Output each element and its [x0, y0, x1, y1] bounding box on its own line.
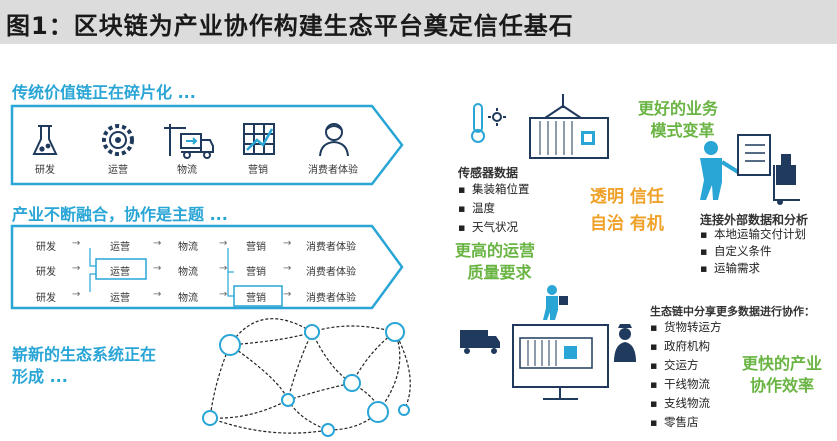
flow-arrow: → — [153, 263, 162, 274]
flow-cell-consumer: 消费者体验 — [306, 242, 356, 253]
gear-icon — [102, 124, 134, 156]
flask-icon — [32, 125, 58, 155]
better-business: 更好的业务 模式变革 — [638, 98, 718, 142]
flow-cell-consumer: 消费者体验 — [306, 267, 356, 278]
flow-cell-logistics: 物流 — [178, 242, 198, 253]
flow-cell-consumer: 消费者体验 — [306, 293, 356, 304]
share-item: 货物转运方 — [650, 318, 722, 337]
better-business-line1: 更好的业务 — [638, 99, 719, 118]
flow-cell-ops: 运营 — [110, 267, 130, 278]
flow-cell-rd: 研发 — [36, 267, 56, 278]
icon-label-consumer: 消费者体验 — [308, 165, 358, 176]
officer-icon — [614, 324, 636, 362]
section3-heading: 崭新的生态系统正在 形成 ... — [12, 344, 156, 388]
sensor-item: 集装箱位置 — [458, 180, 530, 199]
share-item: 政府机构 — [650, 337, 722, 356]
sensor-list: 集装箱位置 温度 天气状况 — [458, 180, 530, 237]
better-business-line2: 模式变革 — [650, 121, 715, 140]
icon-label-marketing: 营销 — [248, 165, 268, 176]
higher-ops-line1: 更高的运营 — [455, 241, 536, 260]
delivery-person-icon — [700, 134, 800, 205]
title-bar: 图1：区块链为产业协作构建生态平台奠定信任基石 — [0, 0, 837, 44]
person-icon — [319, 123, 349, 157]
flow-arrow: → — [219, 289, 228, 300]
section3-heading-line2: 形成 ... — [12, 367, 68, 386]
flow-cell-logistics: 物流 — [178, 293, 198, 304]
share-item: 支线物流 — [650, 394, 722, 413]
section2-heading: 产业不断融合，协作是主题 ... — [12, 205, 228, 224]
thermometer-icon — [471, 103, 506, 143]
connect-list: 本地运输交付计划 自定义条件 运输需求 — [700, 226, 806, 277]
collaboration-arrow — [10, 224, 404, 310]
truck-crane-icon — [164, 124, 214, 159]
higher-ops: 更高的运营 质量要求 — [455, 240, 535, 284]
network-nodes — [202, 322, 410, 437]
share-item: 零售店 — [650, 413, 722, 432]
share-title: 生态链中分享更多数据进行协作： — [650, 305, 815, 318]
flow-cell-ops: 运营 — [110, 242, 130, 253]
sensor-item: 天气状况 — [458, 218, 530, 237]
connect-item: 自定义条件 — [700, 243, 806, 260]
flow-arrow: → — [219, 238, 228, 249]
value-chain-arrow — [10, 104, 404, 186]
bracket-ops-down — [89, 273, 96, 292]
connect-item: 本地运输交付计划 — [700, 226, 806, 243]
flow-cell-marketing: 营销 — [246, 242, 266, 253]
flow-arrow: → — [283, 289, 292, 300]
flow-cell-marketing: 营销 — [246, 293, 266, 304]
flow-cell-marketing: 营销 — [246, 267, 266, 278]
flow-cell-rd: 研发 — [36, 293, 56, 304]
share-item: 干线物流 — [650, 375, 722, 394]
icon-label-logistics: 物流 — [177, 165, 197, 176]
flow-arrow: → — [283, 238, 292, 249]
trust-keywords: 透明 信任 自治 有机 — [590, 184, 664, 238]
grid-icon — [243, 123, 275, 155]
flow-arrow: → — [153, 238, 162, 249]
trust-line2: 自治 有机 — [590, 214, 664, 234]
flow-arrow: → — [72, 238, 81, 249]
flow-arrow: → — [153, 289, 162, 300]
faster-collab: 更快的产业 协作效率 — [742, 353, 822, 397]
section3-heading-line1: 崭新的生态系统正在 — [12, 345, 157, 364]
share-item: 交运方 — [650, 356, 722, 375]
faster-line2: 协作效率 — [750, 376, 815, 395]
icon-label-rd: 研发 — [35, 165, 55, 176]
section1-heading: 传统价值链正在碎片化 ... — [12, 83, 196, 102]
connect-item: 运输需求 — [700, 260, 806, 277]
bracket-marketing — [227, 248, 234, 297]
monitor-icon — [512, 324, 609, 400]
flow-arrow: → — [72, 289, 81, 300]
connect-title: 连接外部数据和分析 — [700, 213, 809, 227]
icon-label-ops: 运营 — [108, 165, 128, 176]
flow-arrow: → — [72, 263, 81, 274]
share-list: 货物转运方 政府机构 交运方 干线物流 支线物流 零售店 — [650, 318, 722, 432]
truck-icon — [460, 330, 500, 354]
container-icon — [529, 94, 609, 159]
faster-line1: 更快的产业 — [742, 354, 823, 373]
flow-cell-logistics: 物流 — [178, 267, 198, 278]
flow-cell-rd: 研发 — [36, 242, 56, 253]
courier-icon — [543, 285, 568, 320]
flow-arrow: → — [219, 263, 228, 274]
flow-arrow: → — [283, 263, 292, 274]
flow-cell-ops: 运营 — [110, 293, 130, 304]
sensor-title: 传感器数据 — [458, 166, 519, 180]
higher-ops-line2: 质量要求 — [467, 263, 532, 282]
page-title: 图1：区块链为产业协作构建生态平台奠定信任基石 — [6, 12, 574, 40]
bracket-ops-up — [89, 248, 96, 267]
trust-line1: 透明 信任 — [590, 187, 664, 207]
sensor-item: 温度 — [458, 199, 530, 218]
ops-highlight-box — [95, 258, 147, 280]
